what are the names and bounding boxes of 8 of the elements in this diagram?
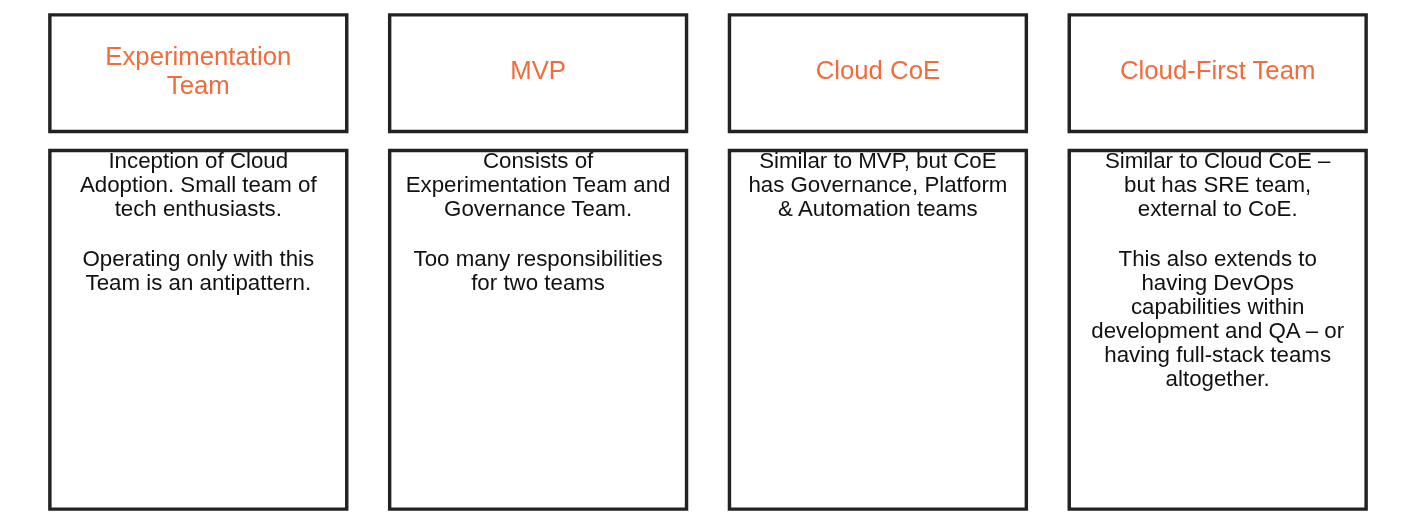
node-box: Experimentation Team	[47, 13, 348, 134]
node-box: Similar to Cloud CoE – but has SRE team, external to CoE. This also extends to having DevOps capabilities within development and QA – or having full-stack teams altogether.	[1067, 148, 1368, 511]
node-box: Cloud-First Team	[1067, 13, 1368, 134]
node-box: Inception of Cloud Adoption. Small team of tech enthusiasts. Operating only with this Team is an antipattern.	[47, 148, 348, 511]
node-box: Similar to MVP, but CoE has Governance, Platform & Automation teams	[727, 148, 1028, 511]
node-box: Cloud CoE	[727, 13, 1028, 134]
node-box: Consists of Experimentation Team and Governance Team. Too many responsibilities for two teams	[387, 148, 688, 511]
node-box: MVP	[387, 13, 688, 134]
